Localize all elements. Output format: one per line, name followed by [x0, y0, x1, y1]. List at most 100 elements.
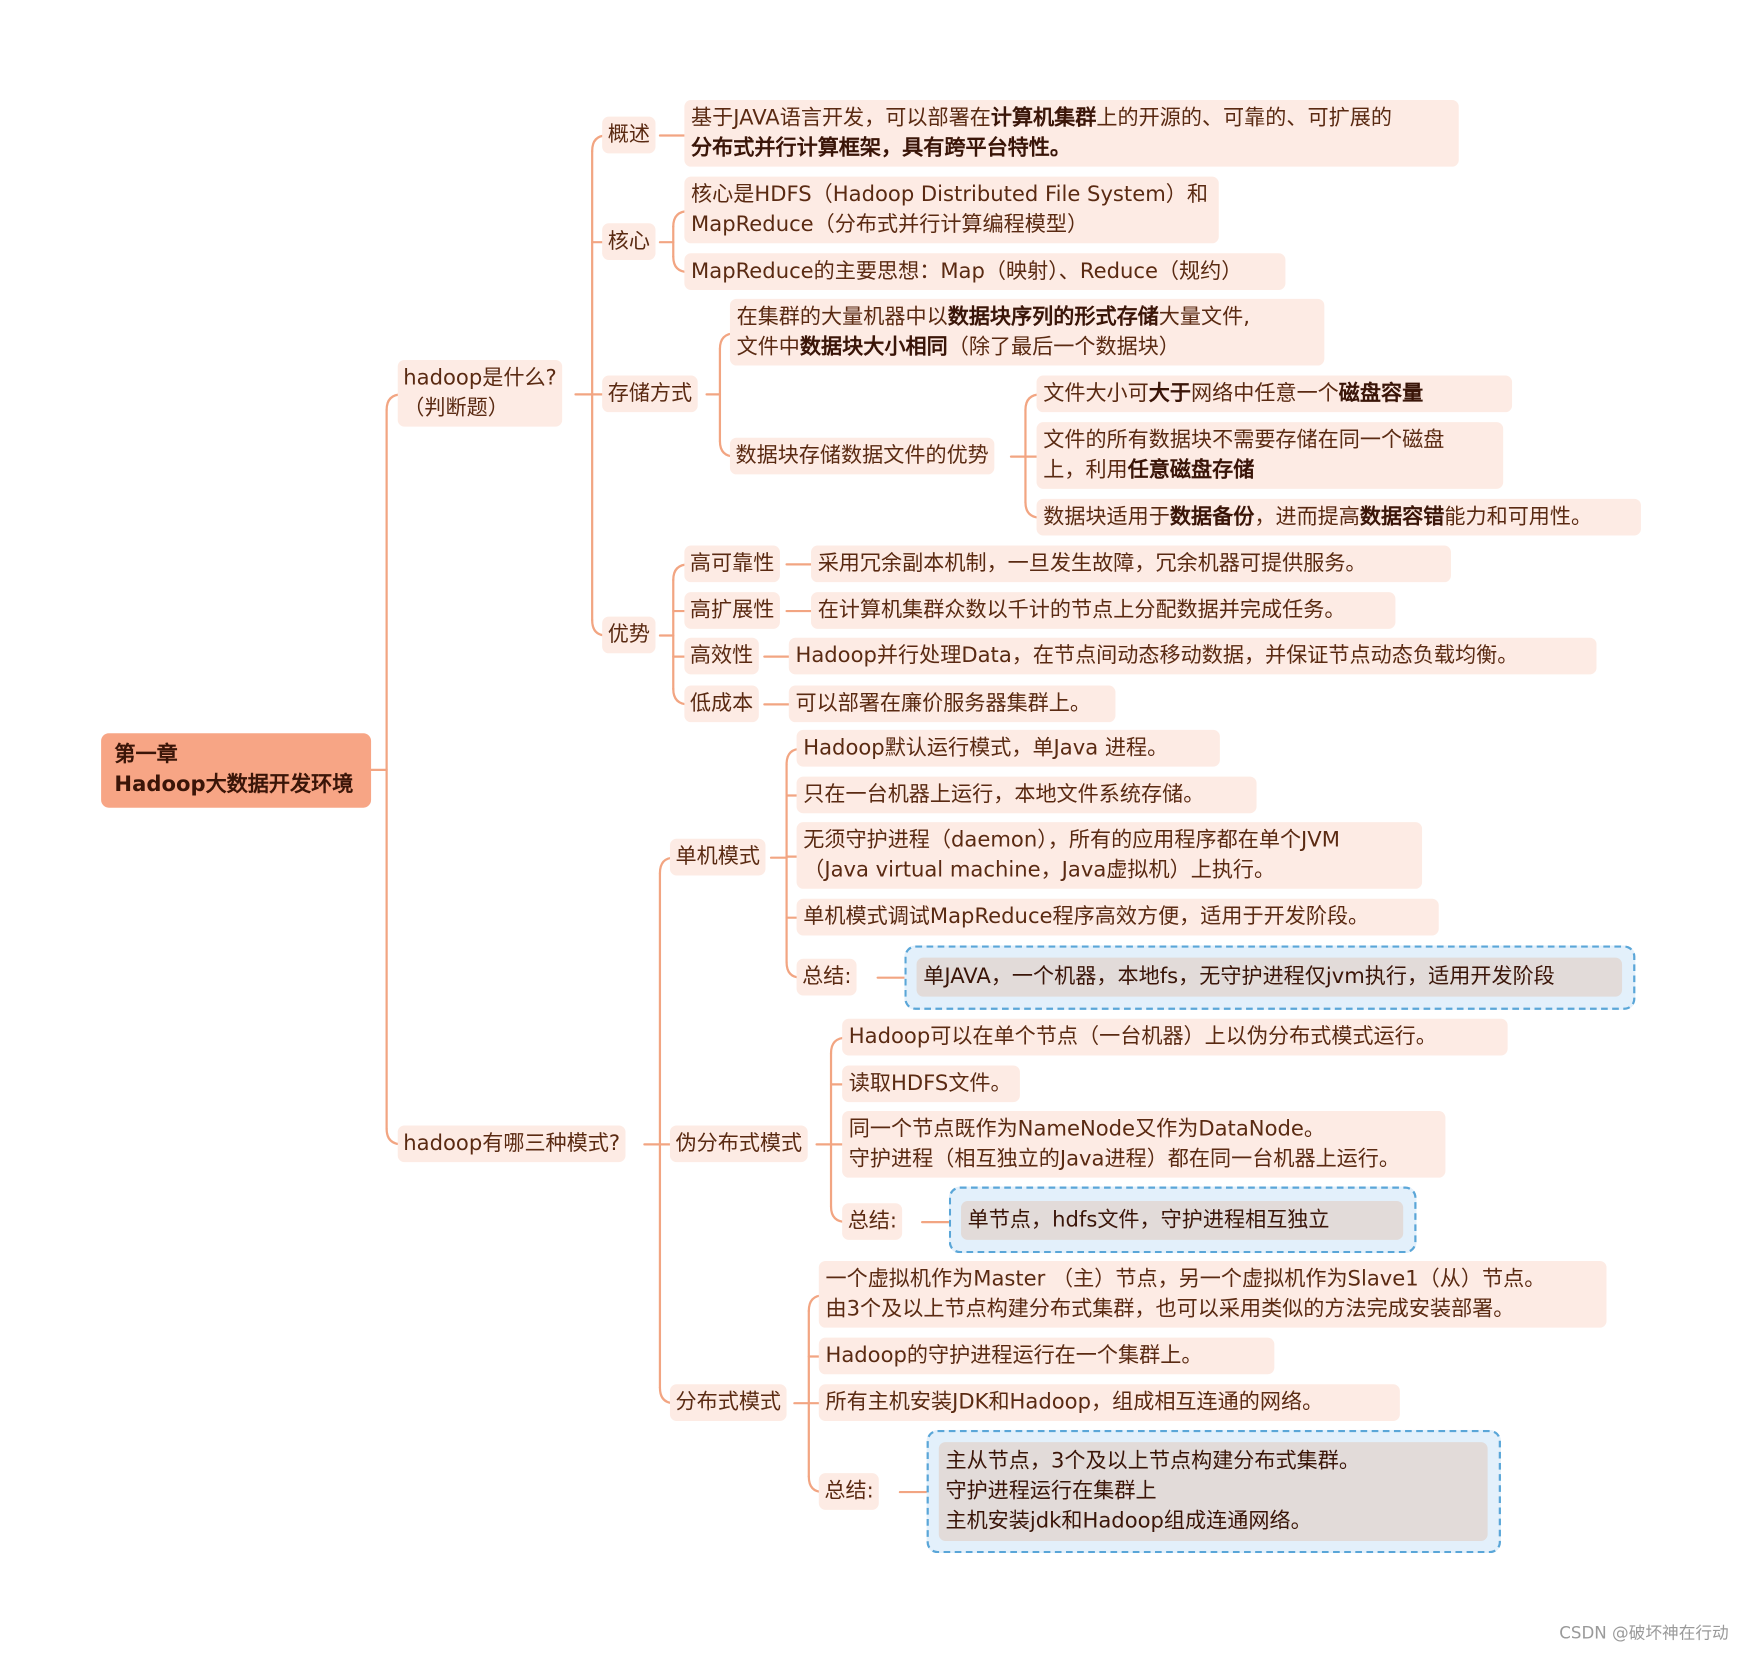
pseudo-summary-label[interactable]: 总结: [842, 1203, 903, 1240]
adv3-b: ，进而提高 [1254, 504, 1360, 529]
standalone-item-2-text: 只在一台机器上运行，本地文件系统存储。 [803, 782, 1205, 807]
standalone-item-2[interactable]: 只在一台机器上运行，本地文件系统存储。 [796, 776, 1257, 814]
node-core[interactable]: 核心 [602, 223, 656, 260]
standalone-summary[interactable]: 单JAVA，一个机器，本地fs，无守护进程仅jvm执行，适用开发阶段 [916, 957, 1623, 997]
block-advantages-label: 数据块存储数据文件的优势 [735, 443, 989, 468]
distributed-item-3[interactable]: 所有主机安装JDK和Hadoop，组成相互连通的网络。 [818, 1384, 1400, 1421]
advantages-label: 优势 [607, 622, 650, 647]
advantage-key-1[interactable]: 高可靠性 [684, 545, 780, 583]
what-label-line1: hadoop是什么? [403, 365, 557, 390]
node-advantages[interactable]: 优势 [602, 616, 656, 654]
storage-s1-bold2: 数据块大小相同 [799, 334, 948, 359]
storage-item-1-line2: 文件中数据块大小相同（除了最后一个数据块） [737, 332, 1318, 362]
adv1-b: 网络中任意一个 [1191, 381, 1339, 406]
storage-s1-bold: 数据块序列的形式存储 [947, 304, 1159, 329]
node-distributed[interactable]: 分布式模式 [669, 1384, 787, 1421]
distributed-item-2[interactable]: Hadoop的守护进程运行在一个集群上。 [818, 1337, 1275, 1375]
block-adv-item-2[interactable]: 文件的所有数据块不需要存储在同一个磁盘 上，利用任意磁盘存储 [1036, 422, 1504, 489]
core-item-2-text: MapReduce的主要思想：Map（映射）、Reduce（规约） [691, 258, 1243, 284]
adv3-bold: 数据备份 [1169, 504, 1255, 529]
overview-text1: 基于JAVA语言开发，可以部署在 [691, 105, 991, 130]
core-item-1-line1: 核心是HDFS（Hadoop Distributed File System）和 [691, 182, 1208, 207]
overview-text[interactable]: 基于JAVA语言开发，可以部署在计算机集群上的开源的、可靠的、可扩展的 分布式并… [684, 99, 1459, 167]
pseudo-item-1-text: Hadoop可以在单个节点（一台机器）上以伪分布式模式运行。 [848, 1024, 1437, 1049]
advantage-key-2[interactable]: 高扩展性 [684, 592, 780, 629]
distributed-item-3-text: 所有主机安装JDK和Hadoop，组成相互连通的网络。 [825, 1389, 1324, 1415]
advantage-key-3-text: 高效性 [689, 643, 754, 668]
node-three-modes[interactable]: hadoop有哪三种模式? [397, 1125, 626, 1163]
distributed-summary-line2: 守护进程运行在集群上 [945, 1478, 1157, 1504]
what-label-line2: （判断题） [403, 395, 509, 420]
advantage-text-1-label: 采用冗余副本机制，一旦发生故障，冗余机器可提供服务。 [817, 551, 1367, 576]
pseudo-summary-label-text: 总结: [847, 1208, 898, 1234]
standalone-summary-text: 单JAVA，一个机器，本地fs，无守护进程仅jvm执行，适用开发阶段 [923, 964, 1555, 989]
standalone-item-3-line1: 无须守护进程（daemon），所有的应用程序都在单个JVM [803, 827, 1340, 853]
block-adv-item-3[interactable]: 数据块适用于数据备份，进而提高数据容错能力和可用性。 [1036, 498, 1641, 536]
overview-line2: 分布式并行计算框架，具有跨平台特性。 [691, 135, 1072, 160]
advantage-key-4-text: 低成本 [689, 691, 754, 716]
node-storage[interactable]: 存储方式 [602, 375, 698, 413]
standalone-summary-label[interactable]: 总结: [796, 958, 858, 996]
advantage-key-3[interactable]: 高效性 [684, 637, 759, 675]
pseudo-label: 伪分布式模式 [675, 1130, 803, 1156]
distributed-summary[interactable]: 主从节点，3个及以上节点构建分布式集群。 守护进程运行在集群上 主机安装jdk和… [938, 1442, 1488, 1541]
root-title-line2: Hadoop大数据开发环境 [114, 772, 354, 797]
overview-label: 概述 [607, 122, 650, 147]
core-item-2[interactable]: MapReduce的主要思想：Map（映射）、Reduce（规约） [684, 253, 1286, 290]
advantage-text-1[interactable]: 采用冗余副本机制，一旦发生故障，冗余机器可提供服务。 [811, 545, 1451, 583]
distributed-summary-label-text: 总结: [824, 1478, 874, 1504]
adv1-bold2: 磁盘容量 [1338, 381, 1424, 406]
node-overview[interactable]: 概述 [602, 116, 656, 154]
pseudo-summary[interactable]: 单节点，hdfs文件，守护进程相互独立 [961, 1200, 1404, 1240]
overview-bold1: 计算机集群 [990, 105, 1097, 130]
distributed-item-1-line2: 由3个及以上节点构建分布式集群，也可以采用类似的方法完成安装部署。 [825, 1296, 1515, 1321]
standalone-item-4[interactable]: 单机模式调试MapReduce程序高效方便，适用于开发阶段。 [796, 898, 1439, 936]
pseudo-item-2[interactable]: 读取HDFS文件。 [842, 1065, 1020, 1103]
standalone-item-1[interactable]: Hadoop默认运行模式，单Java 进程。 [796, 729, 1220, 767]
storage-s1-b: 大量文件, [1158, 304, 1250, 329]
node-what-is-hadoop[interactable]: hadoop是什么? （判断题） [397, 359, 563, 427]
advantage-text-2[interactable]: 在计算机集群众数以千计的节点上分配数据并完成任务。 [811, 592, 1396, 629]
pseudo-item-1[interactable]: Hadoop可以在单个节点（一台机器）上以伪分布式模式运行。 [842, 1018, 1508, 1056]
advantage-key-4[interactable]: 低成本 [684, 685, 759, 723]
adv1-a: 文件大小可 [1043, 381, 1149, 406]
distributed-summary-line3: 主机安装jdk和Hadoop组成连通网络。 [945, 1508, 1312, 1534]
standalone-item-3[interactable]: 无须守护进程（daemon），所有的应用程序都在单个JVM （Java virt… [796, 822, 1423, 889]
advantage-text-4-label: 可以部署在廉价服务器集群上。 [795, 691, 1092, 716]
root-title-line1: 第一章 [114, 742, 178, 767]
pseudo-item-3[interactable]: 同一个节点既作为NameNode又作为DataNode。 守护进程（相互独立的J… [842, 1111, 1446, 1178]
distributed-item-2-text: Hadoop的守护进程运行在一个集群上。 [825, 1343, 1203, 1368]
storage-item-1[interactable]: 在集群的大量机器中以数据块序列的形式存储大量文件, 文件中数据块大小相同（除了最… [729, 298, 1325, 366]
adv2-line2: 上，利用任意磁盘存储 [1043, 456, 1496, 486]
standalone-summary-label-text: 总结: [802, 964, 852, 989]
node-standalone[interactable]: 单机模式 [669, 838, 766, 876]
distributed-item-1-line1: 一个虚拟机作为Master （主）节点，另一个虚拟机作为Slave1（从）节点。 [825, 1266, 1546, 1291]
node-pseudo-distributed[interactable]: 伪分布式模式 [669, 1125, 808, 1163]
core-label: 核心 [607, 228, 650, 254]
advantage-text-3[interactable]: Hadoop并行处理Data，在节点间动态移动数据，并保证节点动态负载均衡。 [788, 637, 1597, 675]
storage-s1-a: 在集群的大量机器中以 [736, 304, 948, 329]
adv2-a: 上，利用 [1043, 457, 1128, 483]
root-node[interactable]: 第一章 Hadoop大数据开发环境 [101, 733, 372, 808]
pseudo-summary-text: 单节点，hdfs文件，守护进程相互独立 [967, 1207, 1330, 1233]
distributed-summary-line1: 主从节点，3个及以上节点构建分布式集群。 [945, 1448, 1360, 1474]
adv3-bold2: 数据容错 [1359, 504, 1445, 529]
node-block-advantages[interactable]: 数据块存储数据文件的优势 [729, 437, 995, 475]
storage-s1-d: （除了最后一个数据块） [947, 334, 1180, 359]
pseudo-item-3-line2: 守护进程（相互独立的Java进程）都在同一台机器上运行。 [848, 1146, 1401, 1171]
core-item-1-line2: MapReduce（分布式并行计算编程模型） [691, 212, 1089, 237]
block-adv-item-1[interactable]: 文件大小可大于网络中任意一个磁盘容量 [1036, 375, 1513, 413]
standalone-item-3-line2: （Java virtual machine，Java虚拟机）上执行。 [803, 857, 1276, 883]
distributed-label: 分布式模式 [675, 1389, 782, 1415]
storage-s1-c: 文件中 [736, 334, 800, 359]
advantage-text-3-label: Hadoop并行处理Data，在节点间动态移动数据，并保证节点动态负载均衡。 [795, 643, 1519, 668]
adv1-bold: 大于 [1148, 381, 1192, 406]
storage-item-1-line1: 在集群的大量机器中以数据块序列的形式存储大量文件, [737, 302, 1318, 332]
adv3-c: 能力和可用性。 [1444, 504, 1593, 529]
advantage-text-4[interactable]: 可以部署在廉价服务器集群上。 [788, 685, 1116, 723]
core-item-1[interactable]: 核心是HDFS（Hadoop Distributed File System）和… [684, 176, 1219, 244]
overview-text1b: 上的开源的、可靠的、可扩展的 [1096, 105, 1392, 130]
distributed-item-1[interactable]: 一个虚拟机作为Master （主）节点，另一个虚拟机作为Slave1（从）节点。… [818, 1260, 1607, 1328]
distributed-summary-label[interactable]: 总结: [818, 1473, 880, 1510]
